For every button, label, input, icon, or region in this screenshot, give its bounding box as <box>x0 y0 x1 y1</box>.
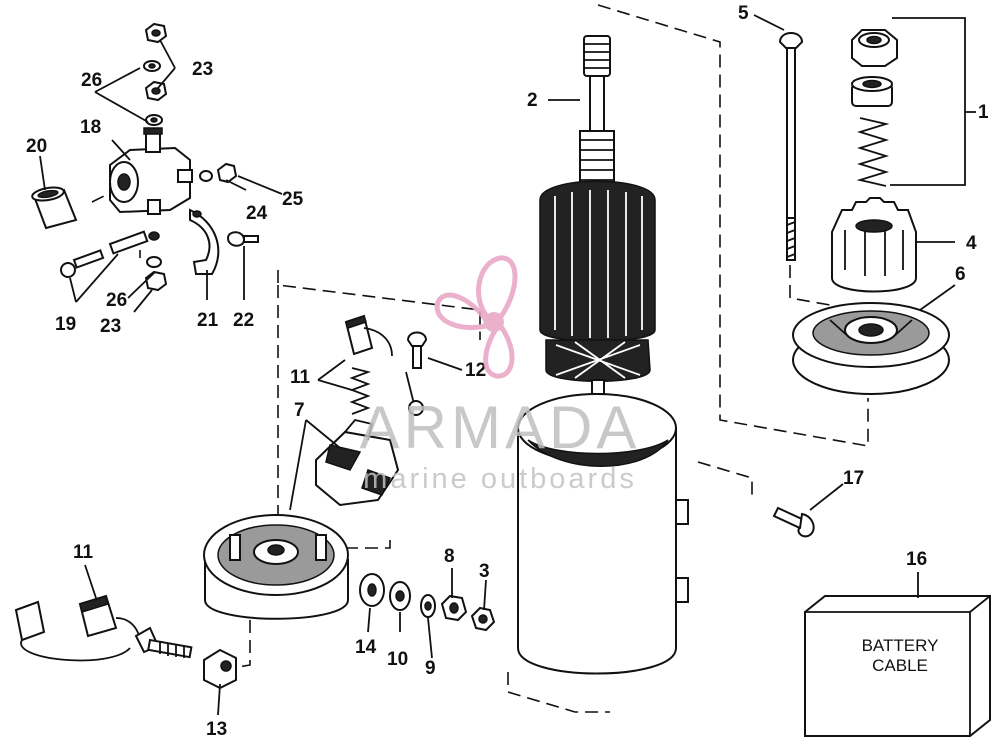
callout-23-upper: 23 <box>192 59 213 80</box>
solenoid-bracket <box>189 208 220 275</box>
solenoid-boot <box>31 186 78 230</box>
callout-24: 24 <box>246 203 268 224</box>
battery-cable-box: BATTERY CABLE <box>804 595 991 737</box>
propeller-logo <box>434 255 518 379</box>
callout-6: 6 <box>955 264 966 285</box>
terminal-hardware <box>359 573 496 632</box>
propeller-blade-right <box>483 322 515 379</box>
battery-box-line2: CABLE <box>872 656 928 675</box>
callout-9: 9 <box>425 658 436 679</box>
solenoid-hardware <box>143 22 238 292</box>
callout-20: 20 <box>26 136 47 157</box>
callout-23-lower: 23 <box>100 316 121 337</box>
propeller-hub <box>484 312 504 332</box>
callout-21: 21 <box>197 310 219 331</box>
callout-7: 7 <box>294 400 305 421</box>
callout-8: 8 <box>444 546 455 567</box>
callout-14: 14 <box>355 637 377 658</box>
callout-3: 3 <box>479 561 490 582</box>
propeller-blade-left <box>434 292 489 330</box>
through-bolt <box>778 32 804 261</box>
brush-lead-assembly <box>14 594 193 662</box>
callout-13: 13 <box>206 719 227 740</box>
callout-18: 18 <box>80 117 101 138</box>
armature <box>539 35 656 395</box>
callout-26-lower: 26 <box>106 290 127 311</box>
callout-5: 5 <box>738 3 749 24</box>
brush-lead-screw <box>405 331 428 416</box>
field-frame <box>517 393 689 675</box>
commutator-end-cap <box>203 514 349 620</box>
brush-holder-plate <box>315 418 400 507</box>
callout-11-lower: 11 <box>73 542 94 563</box>
pinion-drive <box>831 197 917 293</box>
leader-lines <box>39 14 976 716</box>
callout-25: 25 <box>282 189 304 210</box>
callout-19: 19 <box>55 314 76 335</box>
end-cap-pulley <box>792 302 950 395</box>
terminal-clip <box>203 648 237 690</box>
solenoid-lead <box>60 230 160 278</box>
assembly-guide-lines <box>91 4 869 713</box>
callout-22: 22 <box>233 310 254 331</box>
callout-2: 2 <box>527 90 538 111</box>
callout-10: 10 <box>387 649 408 670</box>
battery-box-line1: BATTERY <box>862 636 939 655</box>
watermark-title: ARMADA <box>360 394 641 461</box>
callout-17: 17 <box>843 468 864 489</box>
callout-numbers: 1 2 3 4 5 6 7 8 9 10 11 11 12 13 14 16 1… <box>26 3 989 740</box>
callout-1: 1 <box>978 102 989 123</box>
bracket-screw <box>226 231 259 247</box>
callout-16: 16 <box>906 549 927 570</box>
watermark-subtitle: marine outboards <box>363 463 637 495</box>
watermark: ARMADA marine outboards <box>360 255 641 495</box>
frame-screw <box>772 506 815 538</box>
callout-12: 12 <box>465 360 486 381</box>
drive-nut-spacer-spring <box>851 29 898 187</box>
callout-11-upper: 11 <box>290 367 311 388</box>
callout-26-upper: 26 <box>81 70 102 91</box>
propeller-blade-top <box>476 255 518 323</box>
solenoid <box>109 127 193 215</box>
callout-4: 4 <box>966 233 977 254</box>
